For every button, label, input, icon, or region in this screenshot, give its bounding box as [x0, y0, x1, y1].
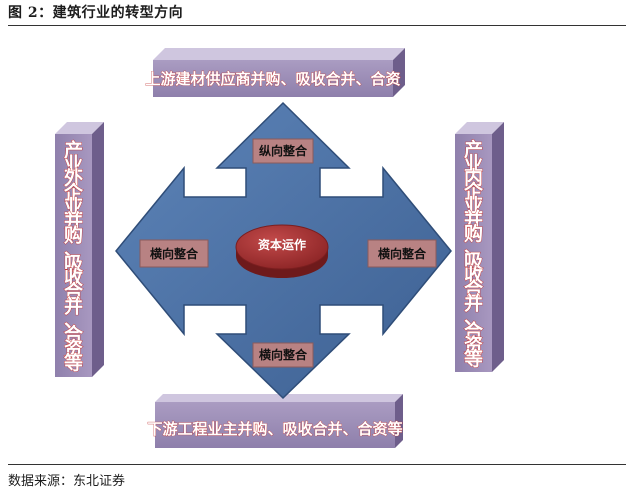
top-box-text: 上游建材供应商并购、吸收合并、合资	[145, 70, 400, 88]
top-box-top-face	[153, 48, 405, 60]
arrow-label-left-box	[139, 239, 209, 268]
title-rule	[8, 25, 626, 26]
arrow-label-left: 横向整合	[139, 239, 209, 268]
arrow-label-up-text: 纵向整合	[259, 143, 308, 158]
source-rule	[8, 464, 626, 465]
top-box-side-face	[393, 48, 405, 97]
left-box-side-face	[92, 122, 104, 377]
arrow-label-up: 纵向整合	[252, 138, 314, 164]
bottom-box-text: 下游工程业主并购、吸收合并、合资等	[147, 420, 402, 438]
arrow-label-left-text: 横向整合	[150, 246, 199, 261]
right-box-top-face	[455, 122, 504, 134]
top-box-front-face	[153, 60, 393, 97]
arrow-label-up-box	[252, 138, 314, 164]
left-box-front-face	[55, 134, 92, 377]
right-box-side-face	[492, 122, 504, 372]
arrow-label-down-box	[252, 342, 314, 368]
bottom-box-top-face	[155, 394, 403, 402]
figure-source: 数据来源：东北证券	[8, 474, 126, 489]
bottom-box: 下游工程业主并购、吸收合并、合资等	[147, 394, 403, 448]
bottom-box-front-face	[155, 402, 395, 448]
left-box: 产业外企业并购、吸收合并、合资等	[55, 122, 104, 377]
arrow-label-right-text: 横向整合	[378, 246, 427, 261]
left-box-top-face	[55, 122, 104, 134]
arrow-label-right-box	[367, 239, 437, 268]
arrow-label-down-text: 横向整合	[259, 347, 308, 362]
right-box: 产业内企业并购、吸收合并、合资等	[455, 122, 504, 372]
figure-title: 图 2：建筑行业的转型方向	[8, 5, 184, 21]
center-disk-top	[235, 224, 329, 270]
center-disk-text: 资本运作	[258, 237, 306, 252]
center-disk: 资本运作	[235, 224, 329, 278]
bottom-box-side-face	[395, 394, 403, 448]
arrow-label-right: 横向整合	[367, 239, 437, 268]
left-box-text: 产业外企业并购、吸收合并、合资等	[63, 138, 84, 374]
top-box: 上游建材供应商并购、吸收合并、合资	[145, 48, 405, 97]
arrow-label-down: 横向整合	[252, 342, 314, 368]
right-box-text: 产业内企业并购、吸收合并、合资等	[463, 138, 484, 370]
right-box-front-face	[455, 134, 492, 372]
